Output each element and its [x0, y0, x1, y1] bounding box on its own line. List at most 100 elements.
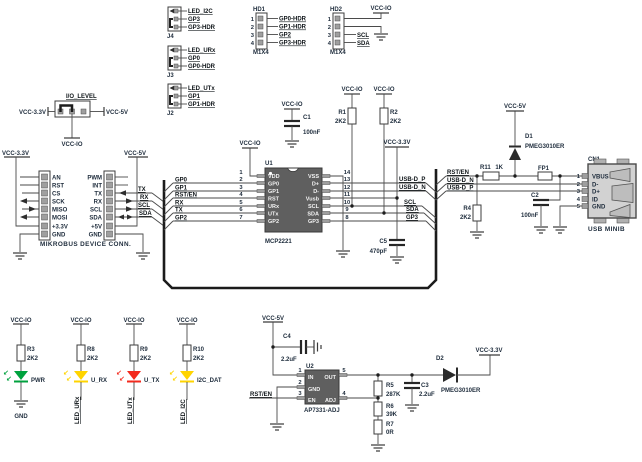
pin-name: VDD [268, 174, 280, 180]
value-label: 2K2 [193, 356, 205, 362]
pin-number: 12 [344, 185, 350, 191]
ref-label: R3 [27, 347, 35, 353]
net-label: SDA [139, 211, 152, 217]
package-label: M1X4 [253, 50, 269, 56]
pin-name: URx [268, 204, 280, 210]
value-label: 2.2uF [419, 392, 435, 398]
pin-number: 2 [577, 182, 580, 188]
net-label: GP3-HDR [188, 25, 216, 31]
value-label: 100nF [303, 130, 321, 136]
ref-label: J3 [167, 73, 174, 79]
ref-label: C2 [531, 193, 539, 199]
part-label: AP7331-ADJ [304, 408, 340, 414]
net-label: GP0-HDR [188, 64, 216, 70]
power-rail-label: VCC-IO [342, 87, 363, 93]
net-label: GP1-HDR [279, 25, 307, 31]
value-label: 2K2 [87, 356, 99, 362]
gnd-symbol [390, 256, 404, 264]
usb-connector-cn1: CN1 1 2 3 4 5 VBUS D- D+ ID GND USB MINI… [577, 157, 637, 233]
value-label: 0R [386, 430, 394, 436]
led-label: U_RX [91, 378, 107, 384]
pin-name: RST [268, 197, 280, 203]
net-label-vertical: LED_I2C [181, 399, 187, 424]
pin-label: SCK [52, 200, 65, 206]
gnd-symbol-rotated [313, 340, 322, 354]
pin-label: RX [94, 200, 102, 206]
net-label: GP2 [175, 216, 188, 222]
pin-name: ID [592, 198, 599, 204]
pin-label: CS [52, 192, 60, 198]
power-rail-label: VCC-IO [240, 141, 261, 147]
power-rail-label: VCC-5V [262, 316, 284, 322]
pin-label: PWM [87, 176, 102, 182]
led-chain-pwr: VCC-IO R3 2K2 ↙ ↙ PWR GND [3, 318, 46, 420]
arrow-right-icon [126, 198, 133, 204]
pin-label: +3.3V [52, 225, 68, 231]
net-label: GP3-HDR [279, 41, 307, 47]
cap-c1: VCC-IO C1 100nF [282, 102, 321, 148]
pin1-dot [268, 171, 273, 176]
ref-label: R7 [386, 422, 394, 428]
pin-number: 1 [239, 170, 243, 176]
gnd-label: GND [14, 414, 28, 420]
led-emission-icon: ↙ [63, 370, 69, 377]
value-label: 2K2 [390, 119, 402, 125]
arrow-right-icon [127, 214, 133, 220]
ref-label: C5 [379, 239, 387, 245]
pin-number: 1 [577, 174, 581, 180]
power-rail-label: VCC-3.3V [2, 151, 29, 157]
net-label: TX [175, 208, 183, 214]
pin-label: MISO [52, 208, 68, 214]
jumper-j3: LED_URx GP0 GP0-HDR J3 [167, 45, 216, 79]
ref-label: HD2 [330, 7, 343, 13]
power-rail-label: VCC-3.3V [383, 140, 410, 146]
pin-number: 4 [251, 41, 255, 47]
net-label: LED_I2C [188, 9, 213, 15]
value-label: 2K2 [335, 119, 347, 125]
value-label: 2K2 [140, 356, 152, 362]
io-level-jumper: I/O_LEVEL VCC-3.3V VCC-5V VCC-IO [19, 94, 128, 148]
jumper-j2: LED_UTx GP1 GP1-HDR J2 [167, 83, 216, 117]
value-label: 100nF [521, 213, 539, 219]
net-label: GP3 [188, 17, 201, 23]
pin-label: +5V [91, 225, 102, 231]
led-emission-icon: ↙ [172, 376, 178, 383]
header-hd1: HD1 1 2 3 4 GP0-HDR GP1-HDR GP2 GP3-HDR … [251, 7, 307, 56]
led-label: PWR [31, 378, 46, 384]
pin-number: 4 [342, 391, 346, 397]
pin-name: GP1 [268, 189, 279, 195]
pin-number: 5 [577, 204, 581, 210]
value-label: 39K [386, 412, 398, 418]
net-label: SDA [406, 207, 419, 213]
pin-number: 11 [344, 192, 351, 198]
ref-label: R2 [390, 110, 398, 116]
net-label: SCL [138, 203, 150, 209]
led-label: I2C_DAT [197, 378, 222, 384]
power-rail-label: VCC-3.3V [475, 348, 502, 354]
net-label: RST/EN [175, 193, 197, 199]
led-chain-i2c: VCC-IO R10 2K2 ↙ ↙ I2C_DAT LED_I2C [169, 318, 222, 424]
net-label: USB-D_P [447, 186, 473, 192]
pin-name: VSS [308, 174, 319, 180]
pin-number: 14 [344, 170, 351, 176]
pin-name: D- [592, 183, 598, 189]
pin-name: EN [308, 398, 316, 404]
gnd-symbol [534, 226, 548, 234]
power-rail-label: VCC-IO [11, 318, 32, 324]
pin-number: 6 [239, 207, 243, 213]
pin-number: 5 [239, 200, 243, 206]
pin-name: VBUS [592, 175, 609, 181]
power-rail-label: VCC-5V [124, 151, 146, 157]
ref-label: J4 [167, 34, 174, 40]
net-label: GP3 [406, 215, 419, 221]
arrow-left-icon [20, 198, 27, 204]
net-label: SCL [404, 200, 416, 206]
net-label: GP2 [279, 33, 292, 39]
pin-number: 1 [298, 368, 302, 374]
pin-number: 8 [345, 215, 349, 221]
pin-label: GND [89, 233, 103, 239]
gnd-symbol [136, 252, 150, 260]
pin-number: 3 [239, 185, 243, 191]
pin-number: 9 [345, 207, 349, 213]
